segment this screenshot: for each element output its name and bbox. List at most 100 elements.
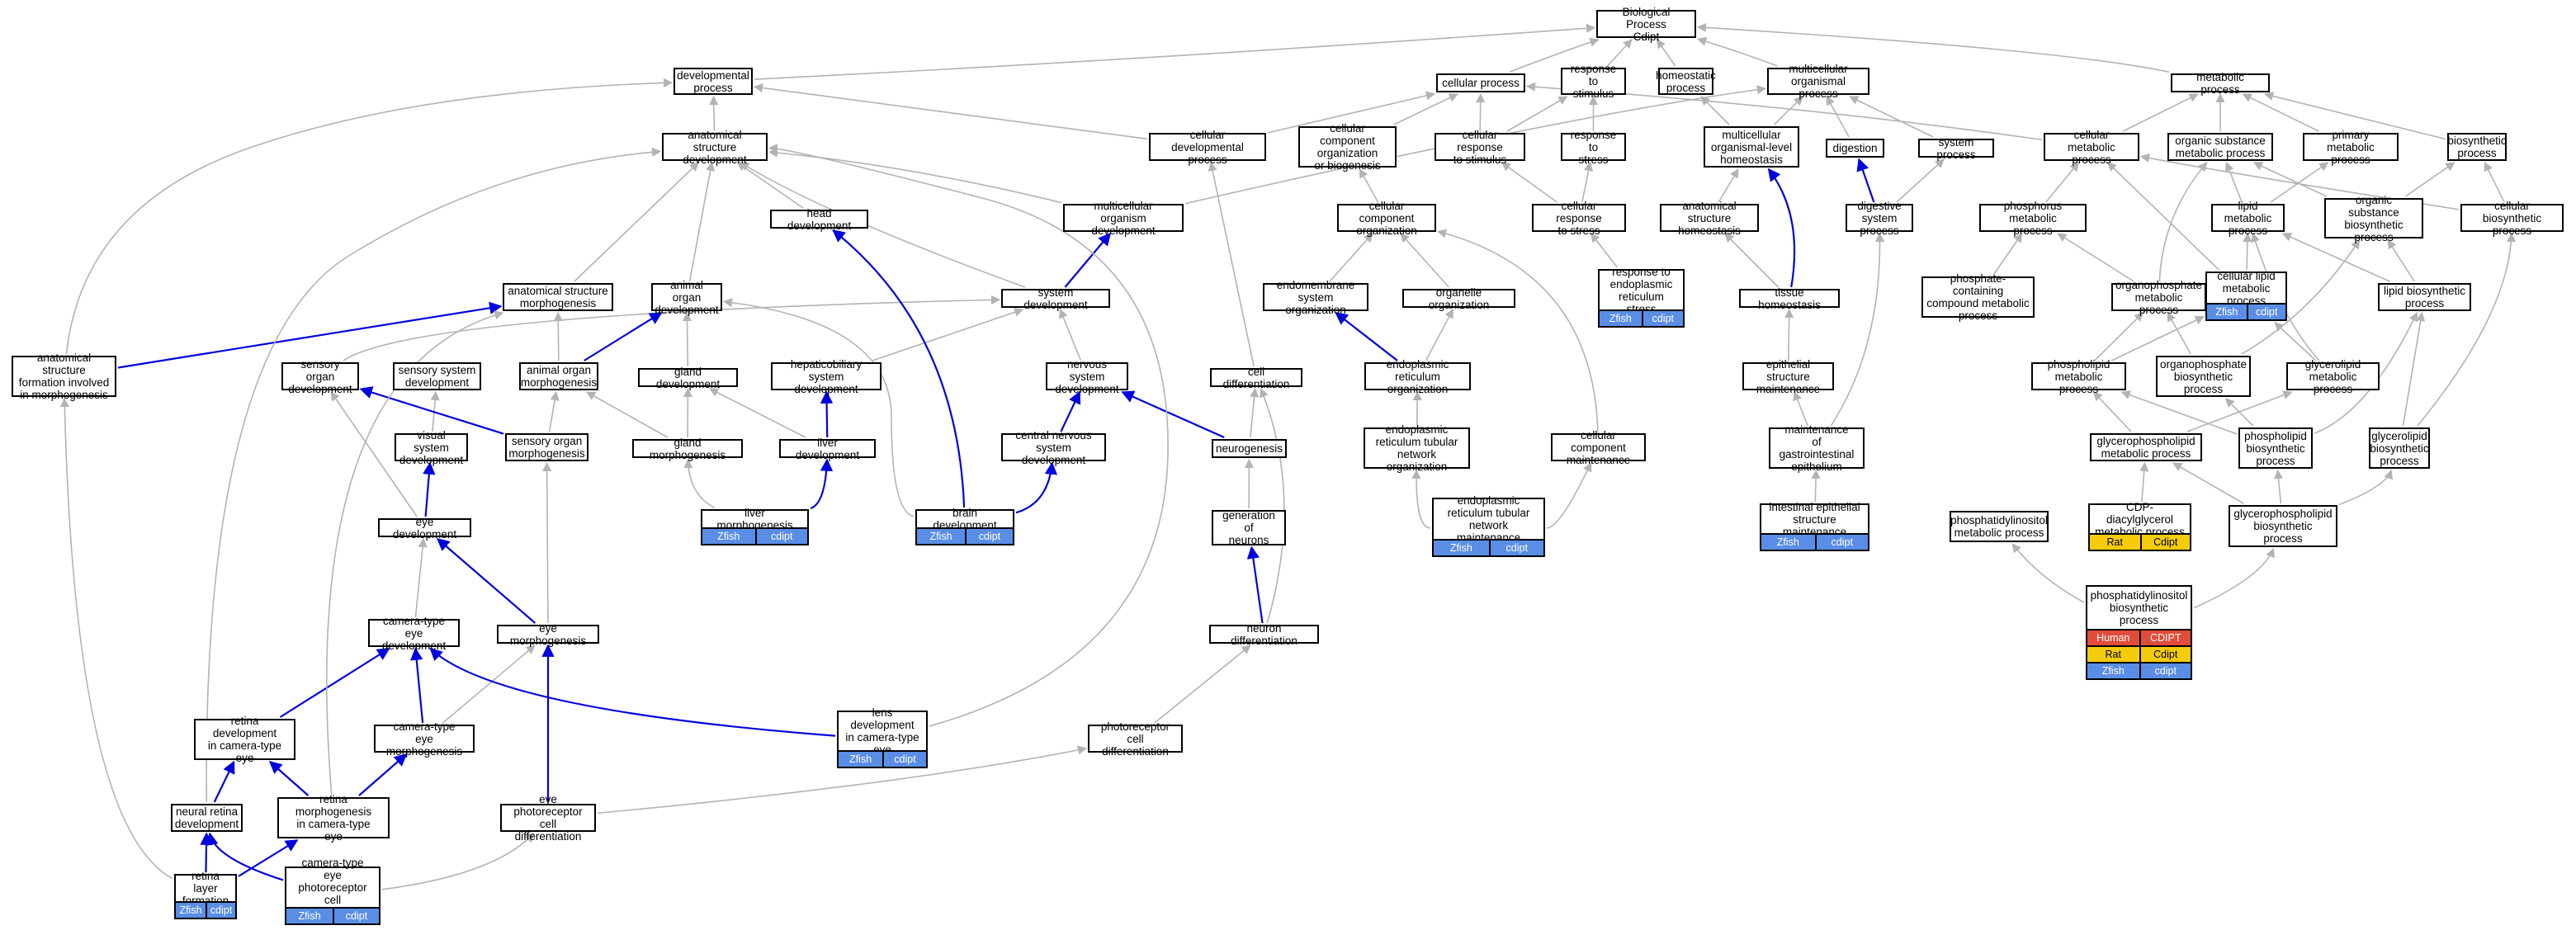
go-term-eye-morph[interactable]: eye morphogenesis [497,622,599,647]
go-term-hepato-dev[interactable]: hepaticobiliary system development [771,358,882,395]
go-term-org-sub-biosyn[interactable]: organic substance biosynthetic process [2324,194,2423,243]
go-term-er-tubular-org[interactable]: endoplasmic reticulum tubular network or… [1364,423,1470,473]
go-term-cc-org[interactable]: cellular component organization [1337,200,1436,237]
go-term-resp-stim[interactable]: response to stimulus [1561,63,1626,100]
go-term-cell-proc[interactable]: cellular process [1436,73,1525,92]
go-term-cc-maint[interactable]: cellular component maintenance [1551,429,1646,466]
go-term-dev-proc[interactable]: developmental process [674,68,753,95]
go-term-anat-morph[interactable]: anatomical structure morphogenesis [503,283,613,311]
go-term-phos-metab[interactable]: phosphorus metabolic process [1979,200,2087,237]
go-term-biosyn[interactable]: biosynthetic process [2447,133,2507,161]
go-term-digestion[interactable]: digestion [1826,139,1884,158]
go-term-orgphos-biosyn[interactable]: organophosphate biosynthetic process [2156,356,2251,397]
go-term-cell-resp-stim[interactable]: cellular response to stimulus [1435,129,1525,166]
edge-maint-gi-to-dig-sys [1830,232,1885,427]
go-term-animal-organ-morph[interactable]: animal organ morphogenesis [519,362,598,390]
go-term-nerv-sys-dev[interactable]: nervous system development [1046,358,1128,395]
go-term-anat-dev[interactable]: anatomical structure development [662,129,768,166]
go-term-lipid-metab[interactable]: lipid metabolic process [2211,200,2285,237]
go-term-orgphos-metab[interactable]: organophosphate metabolic process [2111,279,2206,316]
go-term-lipid-biosyn[interactable]: lipid biosynthetic process [2378,283,2471,311]
go-term-tissue-homeo[interactable]: tissue homeostasis [1739,286,1840,311]
go-term-label: multicellular organismal process [1789,63,1848,100]
go-term-homeo-proc[interactable]: homeostatic process [1656,68,1716,95]
go-term-photo-diff[interactable]: photoreceptor cell differentiation [1088,720,1183,758]
go-term-retina-morph[interactable]: retina morphogenesis in camera-type eye [277,793,390,843]
go-term-maint-gi[interactable]: maintenance of gastrointestinal epitheli… [1769,423,1865,473]
go-term-phospholipid-metab[interactable]: phospholipid metabolic process [2031,357,2126,395]
go-term-visual-sys-dev[interactable]: visual system development [395,429,468,466]
go-term-endo-sys-org[interactable]: endomembrane system organization [1263,279,1368,316]
go-term-animal-organ-dev[interactable]: animal organ development [651,279,722,316]
go-term-glycerolipid-biosyn[interactable]: glycerolipid biosynthetic process [2369,427,2430,469]
edge-prim-metab-to-metab [2242,93,2319,132]
go-term-gland-dev[interactable]: gland development [638,366,738,390]
go-term-camera-eye-morph[interactable]: camera-type eye morphogenesis [374,720,475,758]
go-term-cc-org-bio[interactable]: cellular component organization or bioge… [1298,122,1397,172]
go-term-cns-dev[interactable]: central nervous system development [1001,429,1106,466]
go-term-prim-metab[interactable]: primary metabolic process [2303,129,2399,166]
go-term-label: phospholipid metabolic process [2047,357,2110,395]
go-term-neurogenesis[interactable]: neurogenesis [1212,439,1287,458]
go-term-liver-dev[interactable]: liver development [779,437,876,461]
go-term-epi-struct[interactable]: epithelial structure maintenance [1742,358,1834,395]
go-term-er-tubular-maint[interactable]: endoplasmic reticulum tubular network ma… [1432,494,1545,557]
edge-lipid-biosyn-to-lipid-metab [2281,233,2390,282]
go-term-camera-photo-diff[interactable]: camera-type eye photoreceptor cell diffe… [285,857,380,925]
go-term-head-dev[interactable]: head development [770,207,868,232]
go-term-neural-retina-dev[interactable]: neural retina development [171,804,243,832]
go-term-multi-org[interactable]: multicellular organismal process [1767,63,1869,100]
go-term-label: sensory organ morphogenesis [508,435,585,460]
go-term-er-stress[interactable]: response to endoplasmic reticulum stress… [1598,266,1685,328]
go-term-pi-biosyn[interactable]: phosphatidylinositol biosynthetic proces… [2086,585,2192,680]
go-term-org-sub-metab[interactable]: organic substance metabolic process [2167,133,2273,161]
go-term-cell-resp-stress[interactable]: cellular response to stress [1532,200,1626,237]
edge-er-tubular-maint-to-cc-maint [1546,461,1592,529]
go-term-cell-dev-proc[interactable]: cellular developmental process [1149,129,1266,166]
go-term-organelle-org[interactable]: organelle organization [1402,286,1515,311]
go-term-bp[interactable]: Biological Process Cdipt [1596,6,1696,43]
go-term-cell-biosyn[interactable]: cellular biosynthetic process [2460,200,2564,237]
edge-lens-dev-to-camera-eye-dev [429,647,836,737]
go-term-retina-dev[interactable]: retina development in camera-type eye [194,715,295,764]
go-term-int-epi[interactable]: intestinal epithelial structure maintena… [1760,501,1869,551]
edge-liver-morph-to-gland-morph [683,458,715,508]
go-term-eye-dev[interactable]: eye development [378,516,471,541]
go-term-cell-metab[interactable]: cellular metabolic process [2044,129,2139,166]
go-term-cell-diff[interactable]: cell differentiation [1210,366,1302,390]
go-term-glycerolipid-metab[interactable]: glycerolipid metabolic process [2286,358,2380,395]
go-term-gpl-biosyn[interactable]: glycerophospholipid biosynthetic process [2229,505,2337,547]
go-term-eye-photo-diff[interactable]: eye photoreceptor cell differentiation [500,793,596,843]
edge-organelle-org-to-cc-org [1400,233,1449,288]
go-term-phospholipid-biosyn[interactable]: phospholipid biosynthetic process [2238,427,2313,469]
go-term-pi-metab[interactable]: phosphatidylinositol metabolic process [1950,511,2049,542]
go-term-resp-stress[interactable]: response to stress [1561,129,1626,166]
go-term-anat-homeo[interactable]: anatomical structure homeostasis [1660,200,1759,237]
go-term-gen-neurons[interactable]: generation of neurons [1212,509,1286,546]
edge-maint-gi-to-epi-struct [1793,390,1809,427]
edge-anat-form-to-anat-morph [117,301,503,369]
go-term-multi-org-dev[interactable]: multicellular organism development [1063,200,1184,237]
go-term-dig-sys[interactable]: digestive system process [1846,200,1913,237]
go-term-sens-organ-dev[interactable]: sensory organ development [281,358,359,395]
go-term-sens-organ-morph[interactable]: sensory organ morphogenesis [505,433,588,461]
go-term-sys-proc[interactable]: system process [1918,136,1994,161]
go-term-neuron-diff[interactable]: neuron differentiation [1209,622,1319,647]
go-term-er-org[interactable]: endoplasmic reticulum organization [1364,358,1471,395]
go-term-camera-eye-dev[interactable]: camera-type eye development [368,615,460,652]
go-term-sens-sys-dev[interactable]: sensory system development [393,362,481,390]
go-term-label: glycerophospholipid metabolic process [2096,435,2196,460]
go-term-phos-comp[interactable]: phosphate-containing compound metabolic … [1921,272,2035,322]
go-term-sys-dev[interactable]: system development [1001,286,1110,311]
go-term-multi-homeo[interactable]: multicellular organismal-level homeostas… [1704,126,1799,168]
go-term-gpl-metab[interactable]: glycerophospholipid metabolic process [2090,433,2202,461]
go-term-gland-morph[interactable]: gland morphogenesis [632,437,743,461]
go-term-anat-form[interactable]: anatomical structure formation involved … [12,352,116,401]
go-term-metab[interactable]: metabolic process [2171,71,2270,96]
